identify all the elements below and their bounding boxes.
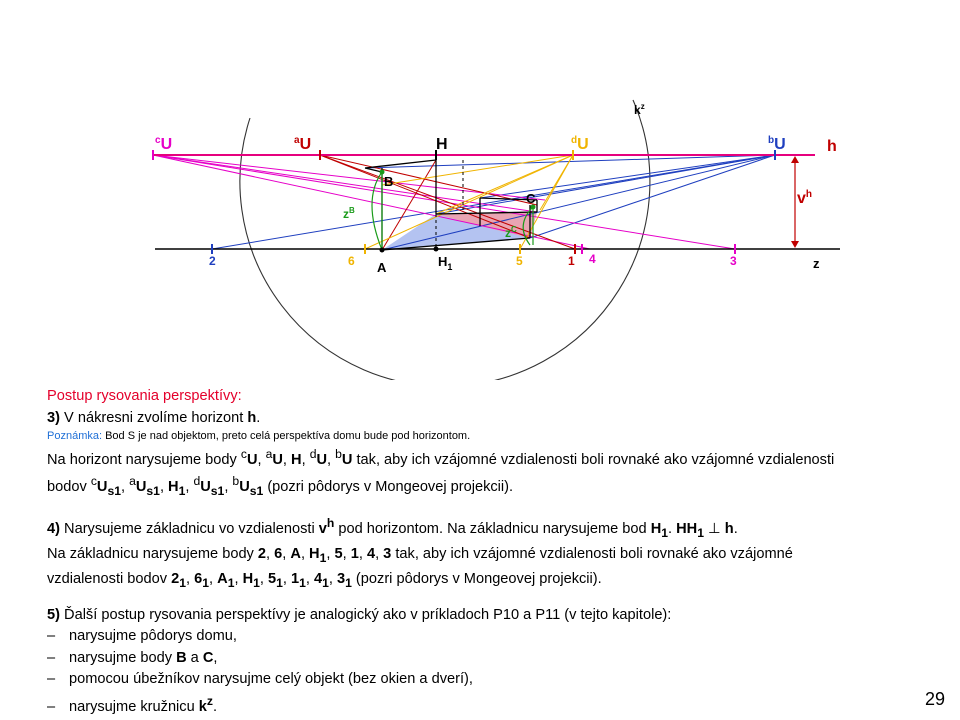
- label-H: H: [436, 136, 448, 153]
- page-number: 29: [925, 689, 946, 709]
- label-cU: cU: [155, 135, 172, 153]
- label-B: B: [384, 174, 393, 189]
- ground-ticks: [211, 244, 736, 254]
- step-3: 3) V nákresni zvolíme horizont h.: [47, 409, 261, 426]
- bullet-3: –pomocou úbežníkov narysujme celý objekt…: [47, 671, 473, 688]
- bullet-4: –narysujme kružnicu kz.: [47, 693, 218, 715]
- step-4: 4) Narysujeme základnicu vo vzdialenosti…: [47, 515, 738, 540]
- label-zC: zC: [505, 225, 517, 240]
- blue-lines: [211, 154, 776, 251]
- ground-number-6: 6: [348, 254, 355, 268]
- label-C: C: [526, 191, 536, 206]
- instruction-text: Postup rysovania perspektívy: 3) V nákre…: [47, 386, 927, 718]
- ground-number-1: 1: [568, 254, 575, 268]
- procedure-title: Postup rysovania perspektívy:: [47, 388, 242, 404]
- height-arrow-bottom: [791, 241, 799, 248]
- para1-line1: Na horizont narysujeme body cU, aU, H, d…: [47, 447, 835, 468]
- label-vh: vh: [797, 189, 812, 207]
- ground-number-4: 4: [589, 252, 596, 266]
- step-5: 5) Ďalší postup rysovania perspektívy je…: [47, 606, 672, 623]
- ground-number-3: 3: [730, 254, 737, 268]
- bullet-2: –narysujme body B a C,: [47, 649, 218, 666]
- ground-number-5: 5: [516, 254, 523, 268]
- label-A: A: [377, 260, 387, 275]
- note: Poznámka: Bod S je nad objektom, preto c…: [47, 430, 471, 442]
- label-bU: bU: [768, 135, 786, 153]
- height-arrow-top: [791, 156, 799, 163]
- label-aU: aU: [294, 135, 311, 153]
- point-dots: [379, 169, 536, 253]
- label-kz: kz: [634, 102, 645, 117]
- label-h: h: [827, 138, 837, 155]
- perspective-construction-figure: cU aU H dU bU h kz vh z B C A H1 zB zC 2…: [152, 99, 840, 380]
- horizon-ticks: [152, 150, 776, 160]
- label-dU: dU: [571, 135, 589, 153]
- circle-kz: [239, 99, 651, 380]
- bullet-1: –narysujme pôdorys domu,: [47, 628, 237, 645]
- orange-lines: [364, 154, 574, 250]
- para1-line2: bodov cUs1, aUs1, H1, dUs1, bUs1 (pozri …: [47, 474, 514, 499]
- para2-line1: Na základnicu narysujeme body 2, 6, A, H…: [47, 545, 793, 565]
- label-H1: H1: [438, 254, 452, 272]
- label-z: z: [813, 256, 820, 271]
- ground-number-2: 2: [209, 254, 216, 268]
- label-zB: zB: [343, 206, 355, 221]
- green-lines: [371, 171, 534, 251]
- para2-line2: vzdialenosti bodov 21, 61, A1, H1, 51, 1…: [47, 571, 602, 591]
